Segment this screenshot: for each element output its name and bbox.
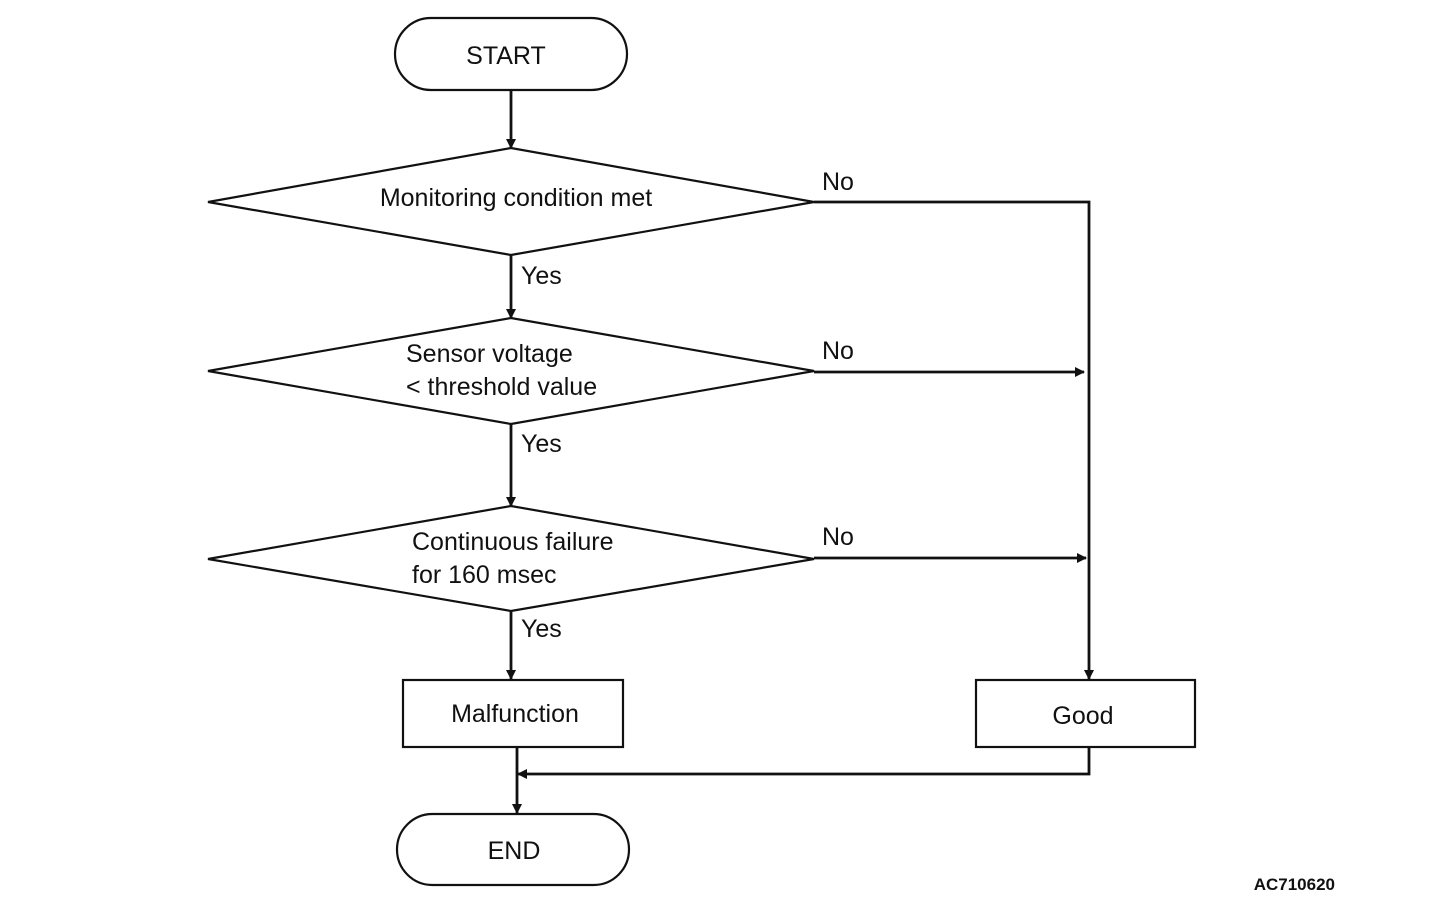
decision-2-line-2: < threshold value <box>406 373 597 401</box>
decision-2-line-1: Sensor voltage <box>406 340 573 368</box>
good-label: Good <box>1052 702 1113 730</box>
decision-1-line-1: Monitoring condition met <box>380 184 652 212</box>
no-label-2: No <box>822 337 854 365</box>
start-terminal: START <box>393 16 629 92</box>
decision-3-line-1: Continuous failure <box>412 528 614 556</box>
start-label: START <box>466 42 546 70</box>
yes-label-3: Yes <box>521 615 562 643</box>
good-to-merge-arrow <box>517 747 1091 779</box>
decision-continuous-failure: Continuous failure for 160 msec <box>207 504 815 613</box>
malfunction-box: Malfunction <box>401 678 625 749</box>
yes-label-1: Yes <box>521 262 562 290</box>
yes-label-2: Yes <box>521 430 562 458</box>
no-label-1: No <box>822 168 854 196</box>
end-terminal: END <box>395 812 631 887</box>
decision-monitoring-condition: Monitoring condition met <box>207 146 815 257</box>
no-path-decision-1-to-good <box>814 200 1094 680</box>
no-label-3: No <box>822 523 854 551</box>
good-box: Good <box>974 678 1197 749</box>
end-label: END <box>488 837 541 865</box>
decision-3-line-2: for 160 msec <box>412 561 557 589</box>
malfunction-label: Malfunction <box>451 700 579 728</box>
figure-code: AC710620 <box>1254 875 1335 894</box>
decision-sensor-voltage: Sensor voltage < threshold value <box>207 316 815 426</box>
